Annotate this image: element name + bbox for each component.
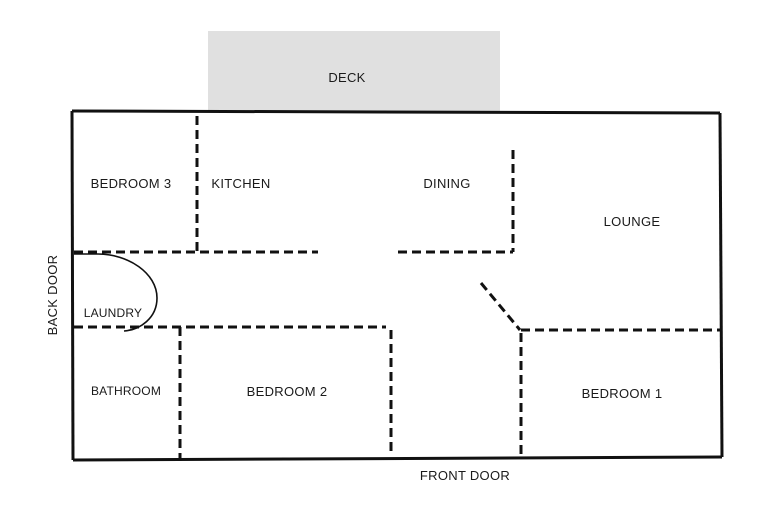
room-label-lounge: LOUNGE (604, 214, 661, 229)
interior-partitions (74, 116, 720, 458)
room-label-bedroom-1: BEDROOM 1 (582, 386, 663, 401)
back-door-label: BACK DOOR (45, 255, 60, 336)
room-label-dining: DINING (423, 176, 470, 191)
room-label-bedroom-3: BEDROOM 3 (91, 176, 172, 191)
laundry-door-swing (74, 253, 158, 332)
room-label-kitchen: KITCHEN (211, 176, 270, 191)
outer-walls (70, 109, 724, 462)
room-label-bedroom-2: BEDROOM 2 (247, 384, 328, 399)
deck-area (208, 31, 500, 111)
deck-label: DECK (328, 70, 365, 85)
room-label-laundry: LAUNDRY (84, 306, 143, 320)
room-label-bathroom: BATHROOM (91, 384, 161, 398)
front-door-label: FRONT DOOR (420, 468, 510, 483)
